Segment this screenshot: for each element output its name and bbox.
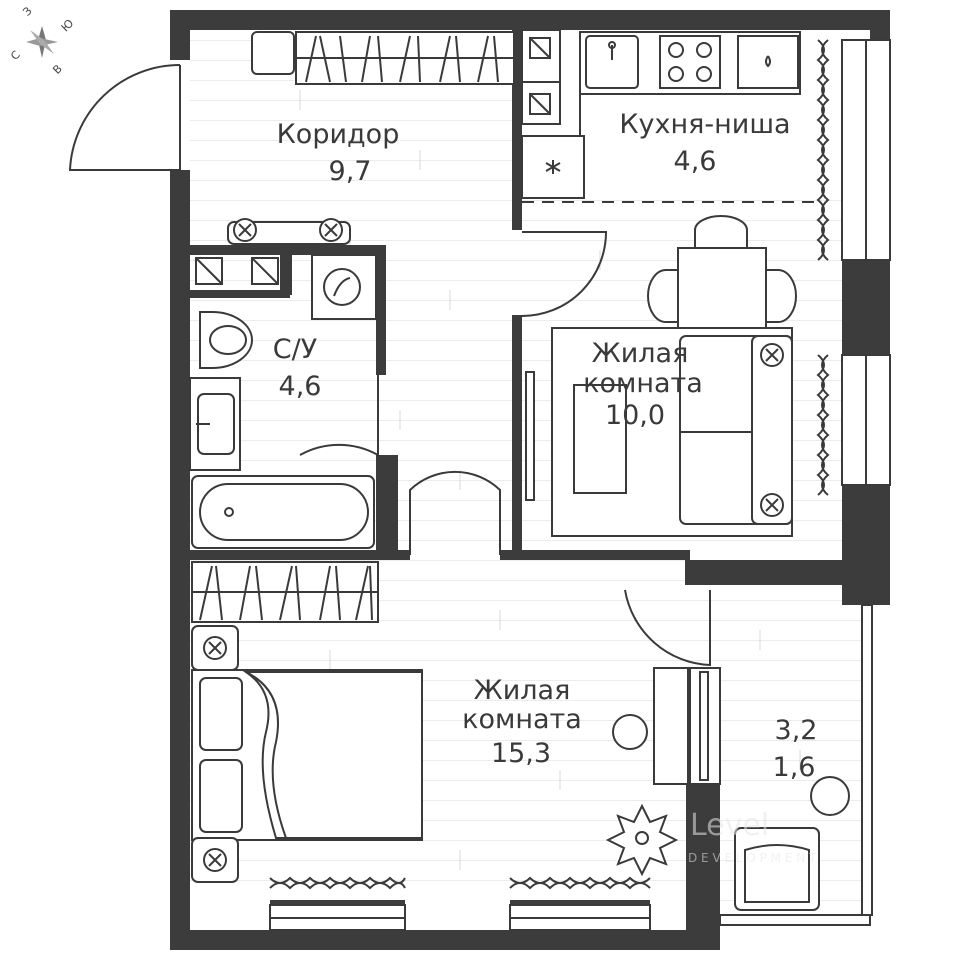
loggia-furniture [734,776,850,911]
curtains [269,39,830,890]
corridor-name: Коридор [277,119,400,150]
loggia-area-total: 3,2 [775,715,818,746]
living-small-area: 10,0 [605,400,665,431]
sofa-small-room [525,327,793,537]
kitchen-set [521,29,822,203]
bed [191,669,423,841]
compass-north-label: С [8,48,23,63]
compass: С Ю В З [8,4,76,76]
living-large-name-line2: комната [462,704,582,735]
plant [605,803,679,877]
kitchen-area: 4,6 [674,146,717,177]
dining-table [647,215,797,339]
bathroom-name: С/У [273,334,317,365]
watermark-subtext: D E V E L O P M E N T [688,851,817,865]
watermark: Level D E V E L O P M E N T [688,808,817,865]
nightstands [191,625,239,883]
compass-west-label: З [20,4,34,18]
compass-east-label: В [50,62,65,77]
compass-south-label: Ю [59,17,77,35]
bathroom-fixtures [189,254,377,549]
bathroom-area: 4,6 [279,371,322,402]
doors [68,63,711,667]
corridor-bench [227,218,351,245]
living-large-area: 15,3 [491,738,551,769]
corridor-area: 9,7 [329,156,372,187]
watermark-text: Level [690,808,769,843]
desk-and-stool [612,667,721,785]
living-large-name-line1: Жилая [474,675,571,706]
wardrobe-corridor [251,31,515,85]
walls [170,10,890,950]
wardrobe-bedroom [191,561,379,623]
living-small-name-line2: комната [583,368,703,399]
kitchen-name: Кухня-ниша [619,109,790,140]
room-labels: Коридор 9,7 Кухня-ниша 4,6 С/У 4,6 Жилая… [273,109,818,783]
loggia-area-reduced: 1,6 [773,752,816,783]
living-small-name-line1: Жилая [592,338,689,369]
windows [269,39,891,931]
